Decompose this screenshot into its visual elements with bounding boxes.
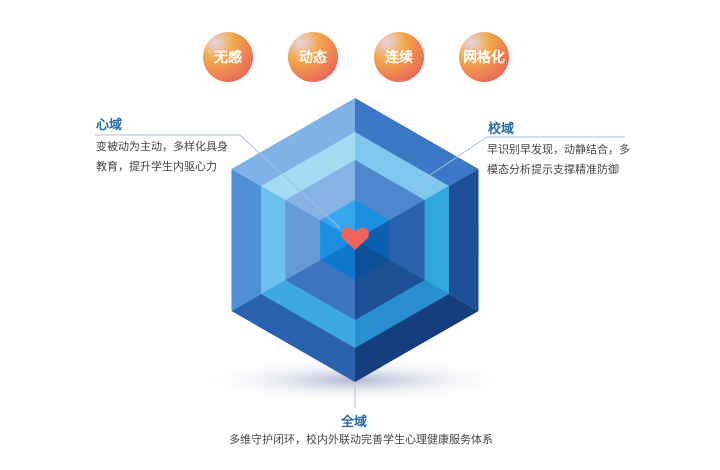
xiaoyu-line-1: 早识别早发现，动静结合，多 xyxy=(487,143,630,156)
heart-icon xyxy=(341,227,369,250)
xinyu-desc: 变被动为主动，多样化具身 教育，提升学生内驱心力 xyxy=(96,137,228,177)
connector-xiaoyu xyxy=(411,136,625,188)
xiaoyu-desc: 早识别早发现，动静结合，多 模态分析提示支撑精准防御 xyxy=(487,140,630,180)
xinyu-line-1: 变被动为主动，多样化具身 xyxy=(96,140,228,153)
hex-facet xyxy=(320,240,355,280)
xiaoyu-line-2: 模态分析提示支撑精准防御 xyxy=(487,163,619,176)
connector-xinyu xyxy=(95,134,341,229)
hexagon xyxy=(231,98,479,382)
badge-wanggehua: 网格化 xyxy=(459,32,509,82)
hex-facet xyxy=(355,220,390,260)
xiaoyu-title: 校域 xyxy=(488,122,515,137)
badge-wugan: 无感 xyxy=(203,32,253,82)
xinyu-line-2: 教育，提升学生内驱心力 xyxy=(96,160,217,173)
quanyu-desc: 多维守护闭环，校内外联动完善学生心理健康服务体系 xyxy=(229,433,493,446)
badge-dongtai: 动态 xyxy=(288,32,338,82)
hex-facet xyxy=(355,240,390,280)
badge-lianxu: 连续 xyxy=(374,32,424,82)
xinyu-title: 心域 xyxy=(96,118,123,133)
hex-facet xyxy=(320,220,355,260)
quanyu-title: 全域 xyxy=(341,415,368,430)
